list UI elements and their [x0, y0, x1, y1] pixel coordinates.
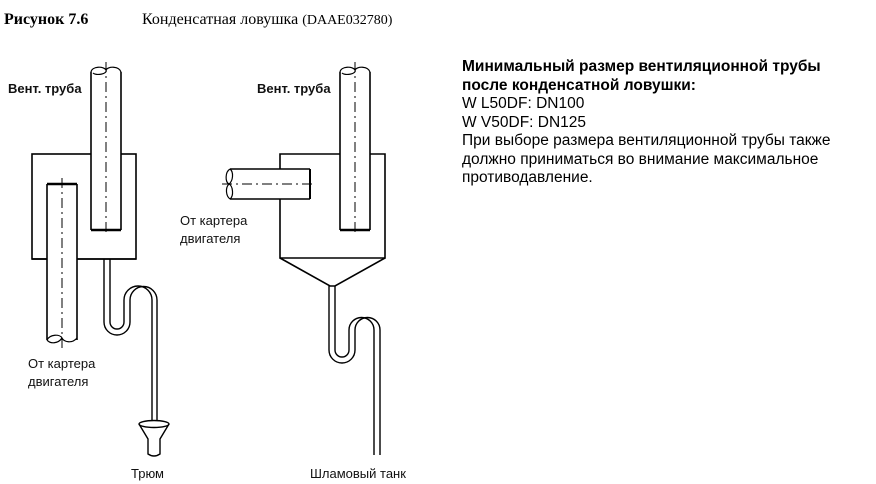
left-vent-pipe [90, 62, 122, 236]
spec-l50df: W L50DF: DN100 [462, 95, 585, 112]
notes-heading-2: после конденсатной ловушки: [462, 76, 696, 94]
right-inlet-label-2: двигателя [180, 231, 240, 246]
right-vent-label: Вент. труба [257, 81, 331, 96]
right-inlet-label-1: От картера [180, 213, 248, 228]
left-inlet-label-1: От картера [28, 356, 96, 371]
right-drain-tube [328, 286, 381, 455]
left-vent-label: Вент. труба [8, 81, 82, 96]
right-inlet-pipe [222, 168, 316, 200]
figure-caption: Рисунок 7.6 Конденсатная ловушка (DAAE032… [4, 11, 392, 29]
left-drain-tube [103, 259, 158, 420]
right-vent-pipe [339, 62, 371, 236]
left-trap [31, 62, 170, 457]
notes-heading-1: Минимальный размер вентиляционной трубы [462, 58, 821, 75]
notes-panel: Минимальный размер вентиляционной трубы … [462, 58, 872, 188]
figure-code: (DAAE032780) [302, 13, 393, 28]
right-trap [222, 62, 386, 455]
left-outlet-label: Трюм [131, 466, 164, 481]
right-outlet-label: Шламовый танк [310, 466, 406, 481]
right-trap-cone [279, 257, 386, 287]
notes-text-3: противодавление. [462, 169, 593, 186]
notes-text-2: должно приниматься во внимание максималь… [462, 150, 819, 168]
left-inlet-label-2: двигателя [28, 374, 88, 389]
figure-number: Рисунок 7.6 [4, 11, 89, 28]
left-inlet-pipe [46, 178, 78, 348]
figure-title: Конденсатная ловушка [142, 11, 299, 28]
notes-text-1: При выборе размера вентиляционной трубы … [462, 132, 831, 149]
left-funnel [138, 419, 170, 457]
spec-v50df: W V50DF: DN125 [462, 113, 587, 131]
